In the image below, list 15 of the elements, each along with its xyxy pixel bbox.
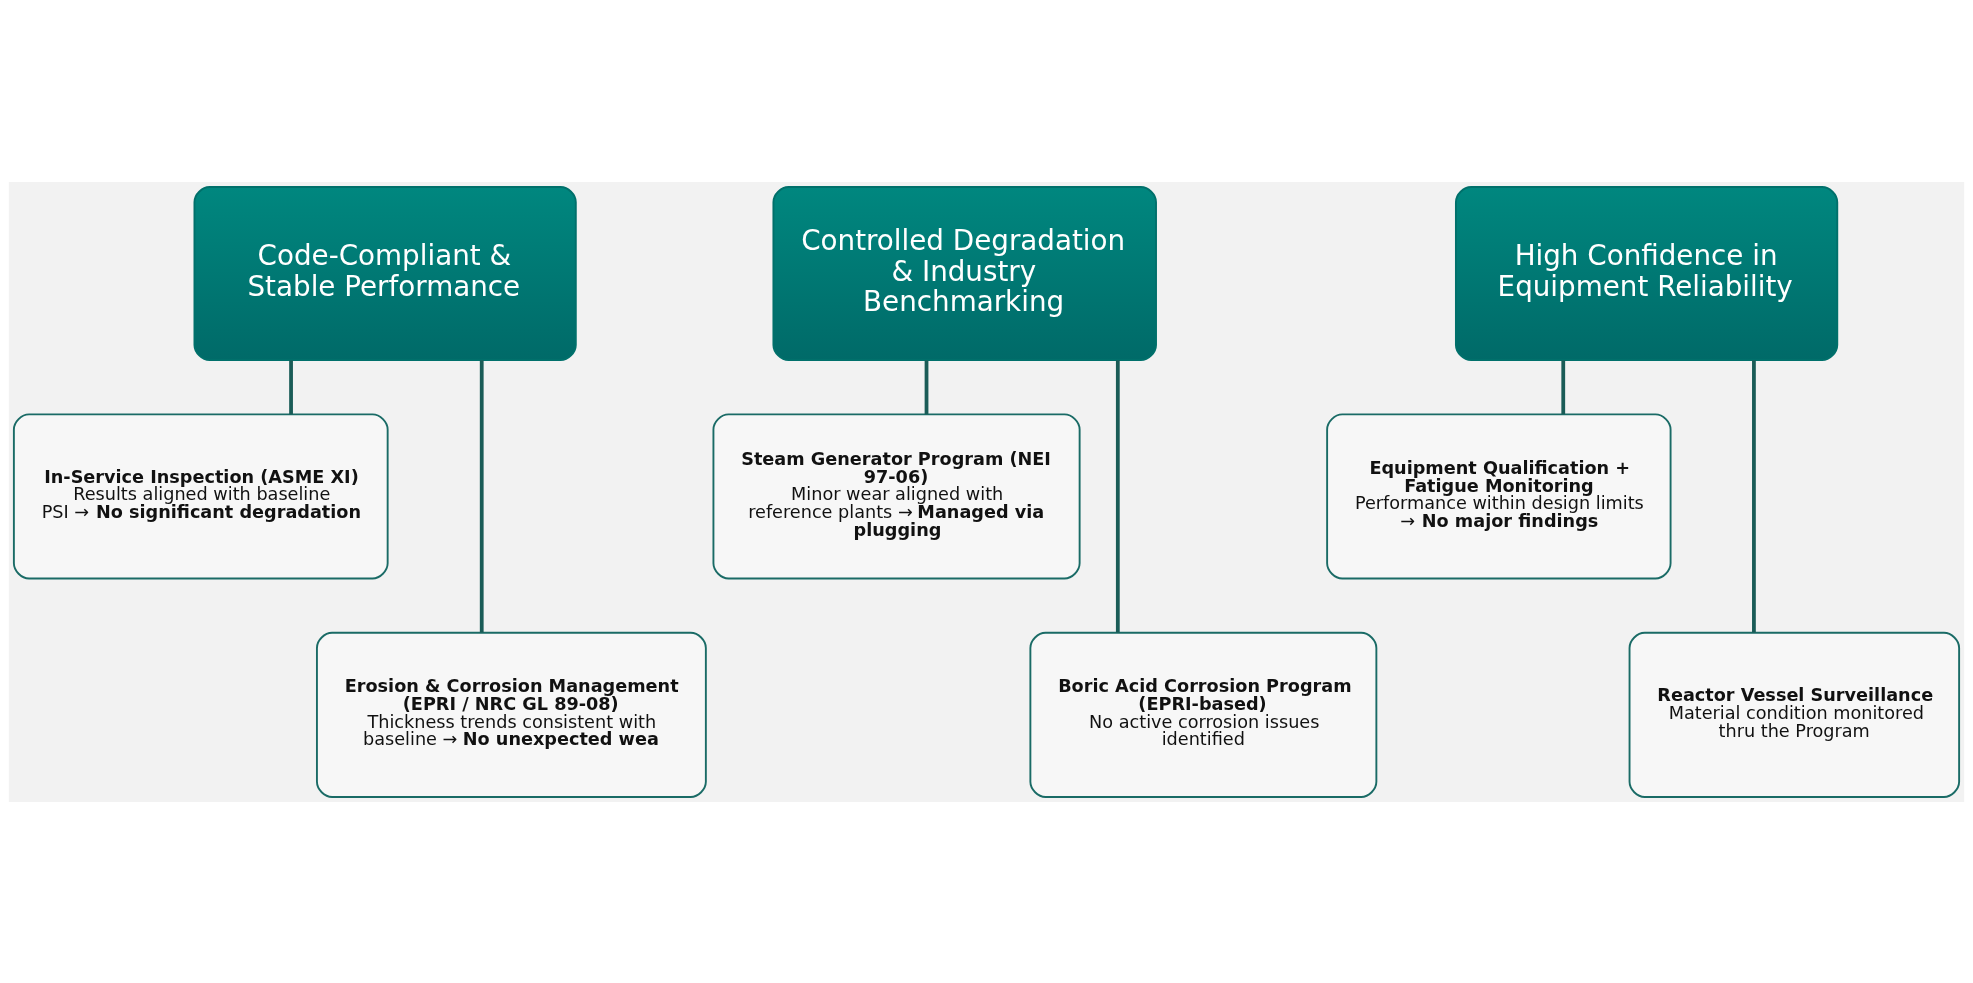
connector — [1561, 359, 1566, 414]
node-box: Controlled Degradation & Industry Benchmarking — [772, 185, 1157, 361]
node-box: High Confidence in Equipment Reliability — [1454, 185, 1839, 361]
connector — [1752, 359, 1756, 632]
connector — [924, 359, 929, 414]
node-box: Equipment Qualification + Fatigue Monitoring Performance within design limits → No major findings — [1326, 412, 1672, 579]
connector — [1115, 359, 1120, 632]
node-box: In-Service Inspection (ASME XI) Results aligned with baseline PSI → No significant degradation — [12, 412, 389, 579]
node-box: Code-Compliant & Stable Performance — [193, 185, 577, 361]
connector — [479, 359, 484, 632]
node-box: Boric Acid Corrosion Program (EPRI-based) No active corrosion issues identified — [1029, 631, 1378, 798]
node-box: Reactor Vessel Surveillance Material condition monitored thru the Program — [1628, 631, 1961, 798]
node-box: Steam Generator Program (NEI 97-06) Minor wear aligned with reference plants → Managed via plugging — [712, 412, 1081, 579]
node-box: Erosion & Corrosion Management (EPRI / NRC GL 89-08) Thickness trends consistent with baseline → No unexpected wea — [316, 631, 707, 798]
connector — [289, 359, 293, 414]
